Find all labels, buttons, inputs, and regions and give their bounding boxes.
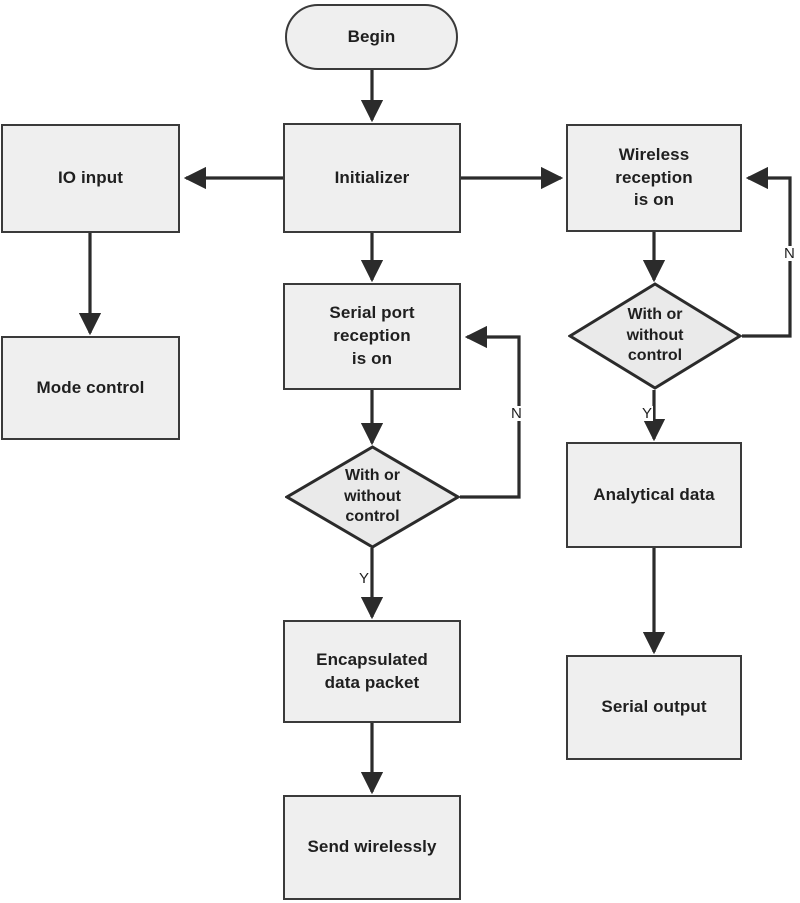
node-wireless-reception[interactable]: Wireless reception is on	[566, 124, 742, 232]
node-decision-wireless-control-label: With or without control	[626, 305, 684, 365]
node-mode-control-label: Mode control	[36, 377, 145, 397]
node-send-wirelessly[interactable]: Send wirelessly	[283, 795, 461, 900]
node-mode-control[interactable]: Mode control	[1, 336, 180, 440]
node-analytical-data-label: Analytical data	[593, 484, 715, 504]
node-io-input-label: IO input	[57, 168, 123, 188]
node-decision-wireless-control[interactable]: With or without control	[568, 282, 742, 390]
node-serial-port-reception-label: Serial port reception is on	[329, 303, 415, 368]
node-initializer-label: Initializer	[334, 167, 410, 187]
node-send-wirelessly-label: Send wirelessly	[307, 837, 437, 857]
node-encapsulated-data-packet-label: Encapsulated data packet	[316, 649, 428, 692]
node-decision-serial-control-label: With or without control	[344, 466, 401, 526]
diamond-shape	[568, 282, 742, 390]
node-io-input[interactable]: IO input	[1, 124, 180, 233]
edge-label-mid-yes: Y	[358, 570, 371, 587]
edge-label-right-no: N	[783, 245, 796, 262]
node-serial-output-label: Serial output	[601, 697, 707, 717]
node-initializer[interactable]: Initializer	[283, 123, 461, 233]
edge-label-right-yes: Y	[641, 405, 654, 422]
node-analytical-data[interactable]: Analytical data	[566, 442, 742, 548]
diamond-shape	[285, 445, 460, 549]
edge-label-mid-no: N	[510, 405, 523, 422]
node-decision-serial-control[interactable]: With or without control	[285, 445, 460, 549]
node-wireless-reception-label: Wireless reception is on	[615, 144, 693, 210]
node-encapsulated-data-packet[interactable]: Encapsulated data packet	[283, 620, 461, 723]
node-serial-port-reception[interactable]: Serial port reception is on	[283, 283, 461, 390]
node-begin[interactable]: Begin	[285, 4, 458, 70]
node-serial-output[interactable]: Serial output	[566, 655, 742, 760]
node-begin-label: Begin	[347, 26, 396, 46]
